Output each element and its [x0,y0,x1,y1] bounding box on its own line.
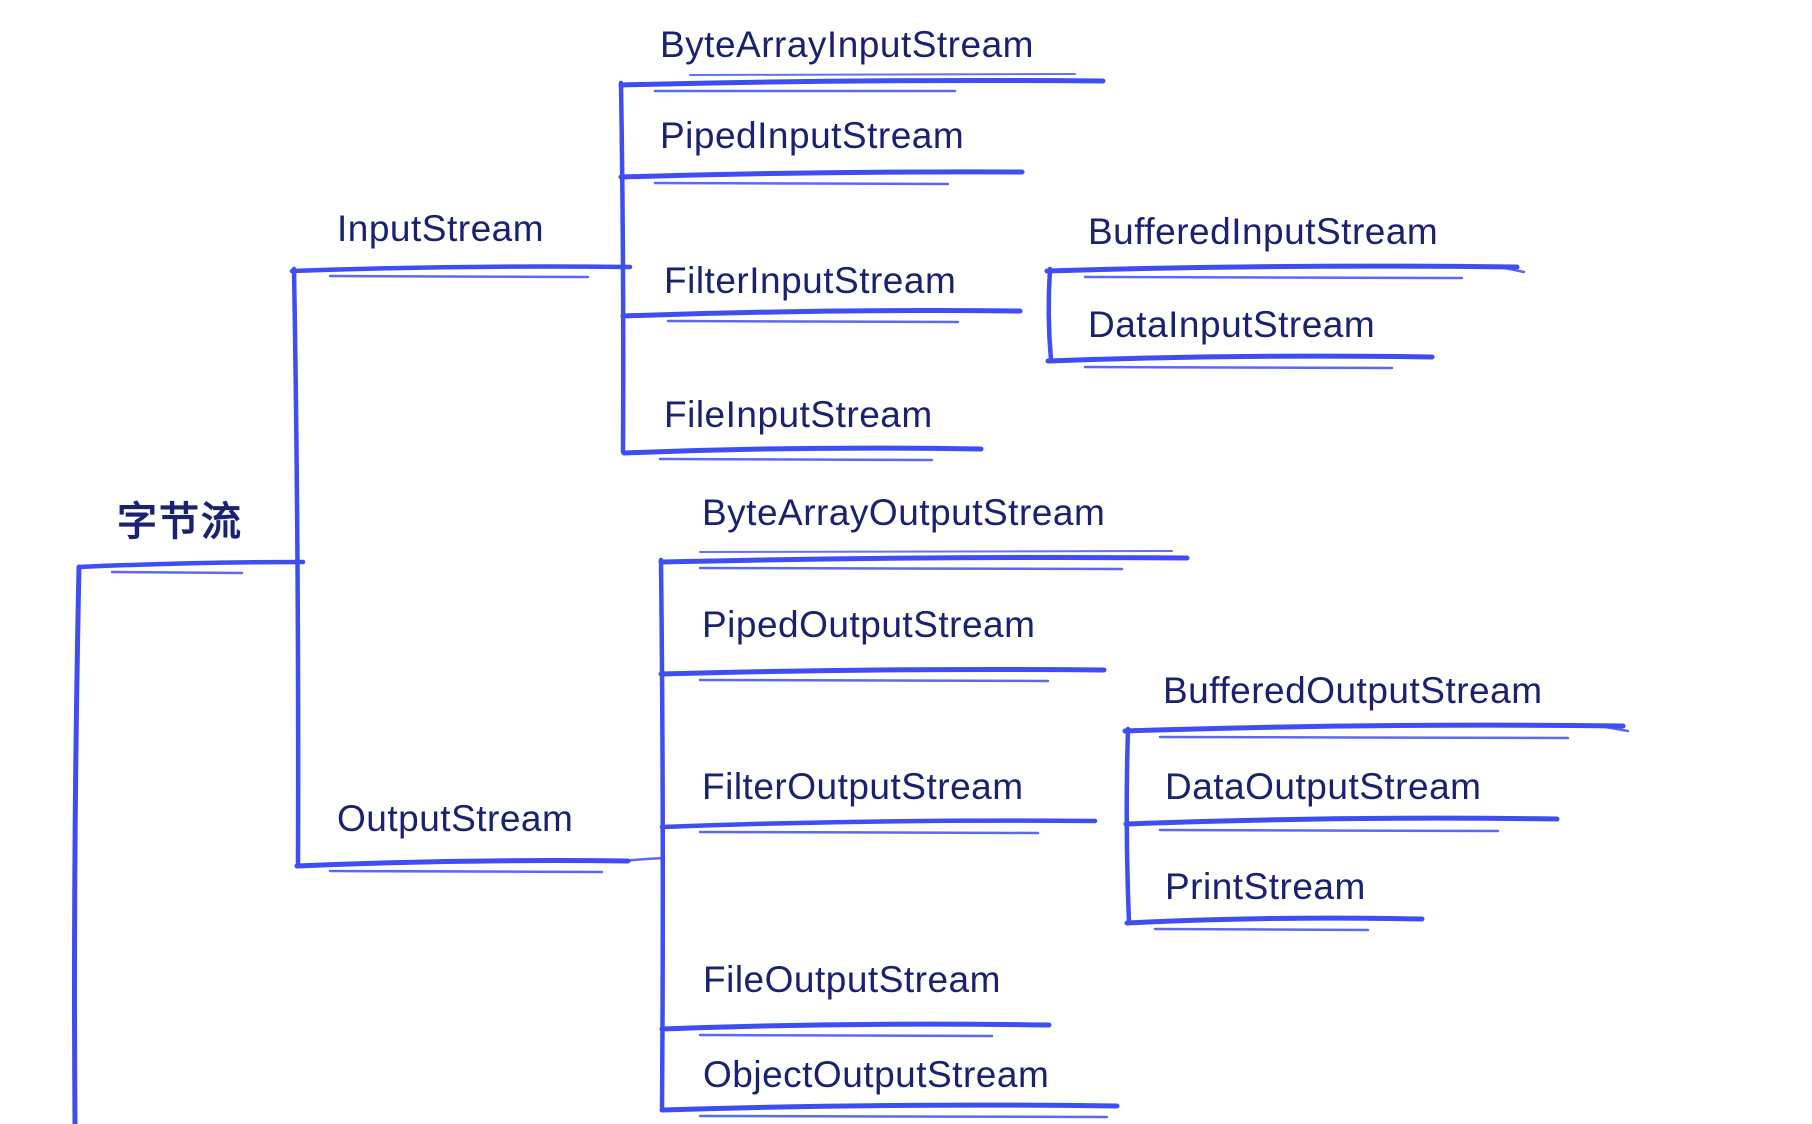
edge-root-left-drop [72,564,82,1124]
edge-stroke-echo [698,830,1040,835]
edge-stroke-main [618,169,1025,180]
node-label-dataoutputstream[interactable]: DataOutputStream [1165,765,1482,807]
edge-stroke-echo-top [689,73,1076,76]
edge-stroke-echo [698,678,1050,683]
edge-outputstream-underline [294,856,666,874]
edge-stroke-echo [1083,365,1394,370]
edge-stroke-echo-top [699,550,1173,553]
edge-stroke-echo [1153,927,1370,932]
node-label-outputstream[interactable]: OutputStream [337,797,574,839]
edge-fileinputstream-underline [621,445,984,462]
edge-stroke-main [659,1021,1052,1032]
edge-stroke-main [72,564,82,1124]
node-label-pipedoutputstream[interactable]: PipedOutputStream [702,603,1036,645]
edge-stroke-echo [653,181,950,186]
edge-stroke-main [76,559,306,570]
edge-stroke-echo [698,566,1124,571]
edge-bufferedoutputstream-underline [1122,722,1630,740]
edge-input-filter-bracket [1046,266,1054,363]
edge-printstream-underline [1124,915,1425,932]
edge-stroke-echo [658,457,934,462]
edge-stroke-main [620,308,1023,319]
node-label-fileoutputstream[interactable]: FileOutputStream [703,958,1001,1000]
edge-pipedoutputstream-underline [658,667,1107,683]
node-label-filterinputstream[interactable]: FilterInputStream [664,259,957,301]
edge-output-filter-bracket [1124,726,1132,925]
edge-stroke-main [658,667,1107,677]
edge-stroke-echo [328,869,604,874]
edge-stroke-tail [1498,265,1526,274]
edge-filterinputstream-underline [620,308,1023,324]
edge-filteroutputstream-underline [659,818,1098,835]
edge-trunk-vertical [291,266,301,867]
edge-stroke-echo [698,1114,1109,1119]
node-label-bytearrayinputstream[interactable]: ByteArrayInputStream [660,23,1034,65]
edge-stroke-echo [1083,275,1464,280]
node-label-fileinputstream[interactable]: FileInputStream [664,393,933,435]
edge-stroke-echo [110,570,244,575]
edge-objectoutputstream-underline [659,1102,1120,1119]
node-label-bufferedinputstream[interactable]: BufferedInputStream [1088,210,1439,252]
edge-stroke-main [618,78,1106,88]
edge-stroke-main [291,266,301,867]
edge-stroke-main [659,1102,1120,1113]
edge-stroke-main [621,445,984,456]
edge-output-children-spine [658,557,666,1110]
edge-input-children-spine [618,80,626,455]
edge-stroke-main [1124,726,1132,925]
edge-stroke-main [1045,353,1435,364]
edge-stroke-main [289,264,633,274]
node-label-printstream[interactable]: PrintStream [1165,865,1366,907]
edge-stroke-main [618,80,626,455]
edge-stroke-echo [328,274,590,279]
edge-pipedinputstream-underline [618,169,1025,186]
edge-stroke-main [1044,263,1520,274]
edge-stroke-echo [666,319,960,324]
edge-stroke-main [658,555,1190,565]
node-label-inputstream[interactable]: InputStream [337,207,545,249]
edge-stroke-echo [698,1033,994,1038]
edge-stroke-echo [1158,735,1570,740]
node-label-objectoutputstream[interactable]: ObjectOutputStream [703,1053,1050,1095]
edge-stroke-main [658,557,666,1110]
edge-fileoutputstream-underline [659,1021,1052,1038]
node-label-datainputstream[interactable]: DataInputStream [1088,303,1376,345]
edge-bufferedinputstream-underline [1044,263,1526,280]
edge-datainputstream-underline [1045,353,1435,370]
edge-stroke-tail [1598,724,1630,733]
edge-bytearrayoutputstream-underline [658,550,1190,571]
edge-inputstream-underline [289,264,633,279]
edge-stroke-echo [1158,828,1500,833]
edge-stroke-main [1046,266,1054,363]
node-label-pipedinputstream[interactable]: PipedInputStream [660,114,965,156]
edge-stroke-main [1124,915,1425,926]
edge-stroke-main [659,818,1098,830]
edge-stroke-main [1122,722,1626,734]
edge-dataoutputstream-underline [1123,815,1560,833]
node-label-byte-stream-root[interactable]: 字节流 [117,500,243,545]
edge-root-underline [76,559,306,575]
node-label-bytearrayoutputstream[interactable]: ByteArrayOutputStream [702,491,1106,533]
edge-bytearrayinputstream-underline [618,73,1106,93]
edge-stroke-link [610,856,666,864]
node-label-bufferedoutputstream[interactable]: BufferedOutputStream [1163,669,1543,711]
node-label-filteroutputstream[interactable]: FilterOutputStream [702,765,1024,807]
edge-stroke-main [294,858,631,869]
edge-stroke-main [1123,815,1560,827]
